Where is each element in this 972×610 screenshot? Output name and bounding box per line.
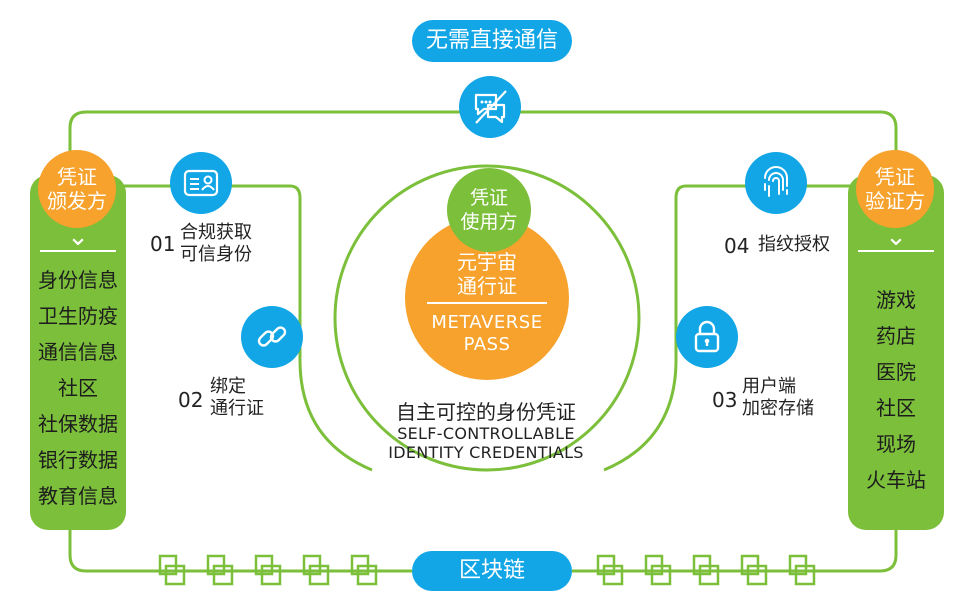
list-item: 游戏 [876,288,916,312]
step-03-line2: 加密存储 [742,398,814,419]
step-01-line1: 合规获取 [180,222,252,243]
holder-line1: 凭证 [469,187,508,209]
step-03-number: 03 [712,388,738,412]
verifier-panel [848,175,944,530]
verifier-title: 凭证 验证方 [856,150,934,228]
verifier-items: 游戏 药店 医院 社区 现场 火车站 [848,282,944,498]
list-item: 药店 [876,324,916,348]
list-item: 通信信息 [38,340,118,364]
center-caption-en-line2: IDENTITY CREDENTIALS [388,443,584,462]
step-02-line1: 绑定 [210,376,246,397]
issuer-title: 凭证 颁发方 [38,150,116,228]
issuer-items: 身份信息 卫生防疫 通信信息 社区 社保数据 银行数据 教育信息 [30,262,126,514]
issuer-panel [30,175,126,530]
chevron-down-icon: ⌄ [67,222,89,252]
step-02-label: 绑定 通行证 [210,376,264,420]
center-caption-en-line1: SELF-CONTROLLABLE [397,424,575,443]
holder-circle: 凭证 使用方 [447,168,531,252]
step-04-line1: 指纹授权 [758,234,830,255]
no-chat-icon [459,76,521,138]
lock-icon [676,306,738,368]
step-01-line2: 可信身份 [180,244,252,265]
pass-cn-line2: 通行证 [457,274,517,298]
pass-en-line2: PASS [463,334,511,355]
issuer-title-line1: 凭证 [57,165,97,189]
holder-line2: 使用方 [460,211,518,233]
pass-cn-title: 元宇宙 通行证 [405,250,569,298]
list-item: 火车站 [866,468,926,492]
link-icon [241,306,303,368]
id-card-icon [170,152,232,214]
no-direct-communication-label: 无需直接通信 [412,20,572,62]
step-01-number: 01 [150,232,176,256]
list-item: 现场 [876,432,916,456]
blockchain-label: 区块链 [412,551,572,591]
step-01-label: 合规获取 可信身份 [180,222,252,266]
verifier-divider [858,250,934,252]
step-03-label: 用户端 加密存储 [742,376,814,420]
list-item: 身份信息 [38,268,118,292]
list-item: 社区 [876,396,916,420]
chevron-down-icon: ⌄ [885,222,907,252]
fingerprint-icon [745,152,807,214]
pass-cn-line1: 元宇宙 [457,250,517,274]
step-03-line1: 用户端 [742,376,796,397]
list-item: 银行数据 [38,448,118,472]
pass-en-line1: METAVERSE [431,312,543,333]
center-caption-cn: 自主可控的身份凭证 [396,400,576,424]
list-item: 卫生防疫 [38,304,118,328]
verifier-title-line1: 凭证 [875,165,915,189]
pass-divider [427,302,547,304]
pass-en-title: METAVERSE PASS [405,312,569,356]
list-item: 社保数据 [38,412,118,436]
list-item: 社区 [58,376,98,400]
step-04-number: 04 [724,234,750,258]
step-02-line2: 通行证 [210,398,264,419]
step-02-number: 02 [178,388,204,412]
verifier-title-line2: 验证方 [865,189,925,213]
step-04-label: 指纹授权 [758,234,830,256]
center-caption-en: SELF-CONTROLLABLE IDENTITY CREDENTIALS [360,424,612,462]
list-item: 医院 [876,360,916,384]
issuer-divider [40,250,116,252]
list-item: 教育信息 [38,484,118,508]
issuer-title-line2: 颁发方 [47,189,107,213]
